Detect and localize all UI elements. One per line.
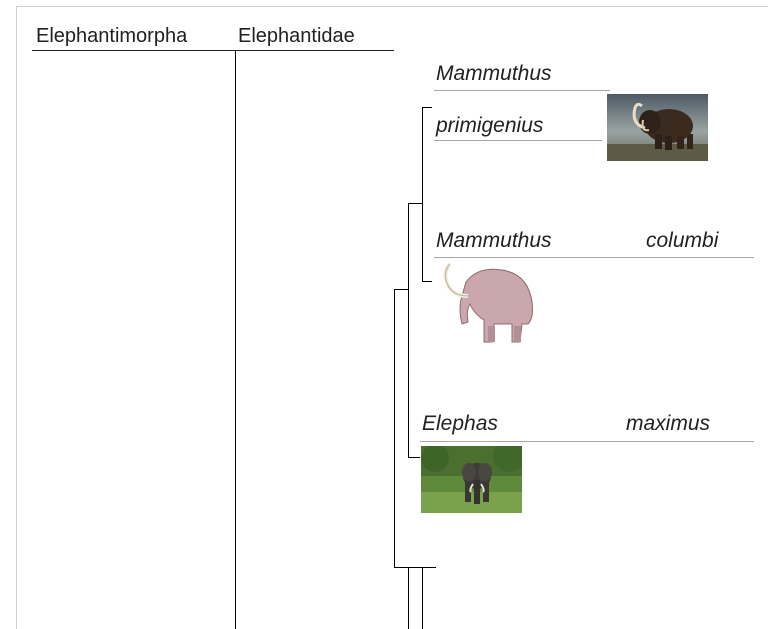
tree-line-mammuthus-connector [408, 203, 423, 204]
tree-line-elephantinae-connector [394, 289, 409, 290]
cladogram-frame-top [16, 6, 768, 7]
taxon-underline [434, 257, 754, 258]
taxon-genus-elephas[interactable]: Elephas [422, 412, 498, 436]
woolly-mammoth-image[interactable] [607, 94, 708, 161]
clade-label-elephantidae[interactable]: Elephantidae [238, 24, 355, 48]
tree-line-elephas-tick [408, 457, 420, 458]
clade-label-elephantimorpha[interactable]: Elephantimorpha [36, 24, 187, 48]
taxon-species-primigenius[interactable]: primigenius [436, 114, 543, 138]
asian-elephant-image[interactable] [421, 446, 522, 513]
columbian-mammoth-image[interactable] [436, 262, 538, 345]
clade-header-underline [32, 50, 394, 51]
tree-line-lower-branch-1 [408, 568, 409, 629]
taxon-genus-mammuthus[interactable]: Mammuthus [436, 229, 552, 253]
tree-line-lower-branch-2 [422, 568, 423, 629]
tree-line-elephantidae-vertical [394, 289, 395, 568]
taxon-underline [420, 441, 754, 442]
tree-line-lower-connector [394, 567, 436, 568]
tree-line-columbi-tick [422, 281, 432, 282]
tree-line-primigenius-tick [422, 107, 432, 108]
tree-line-elephantinae-vertical [408, 203, 409, 458]
taxon-species-columbi[interactable]: columbi [646, 229, 718, 253]
tree-line-elephantimorpha-stem [235, 50, 236, 629]
taxon-underline [434, 90, 610, 91]
taxon-genus-mammuthus[interactable]: Mammuthus [436, 62, 552, 86]
cladogram-frame-left [16, 6, 17, 629]
taxon-underline [434, 140, 602, 141]
tree-line-mammuthus-vertical [422, 107, 423, 282]
taxon-species-maximus[interactable]: maximus [626, 412, 710, 436]
